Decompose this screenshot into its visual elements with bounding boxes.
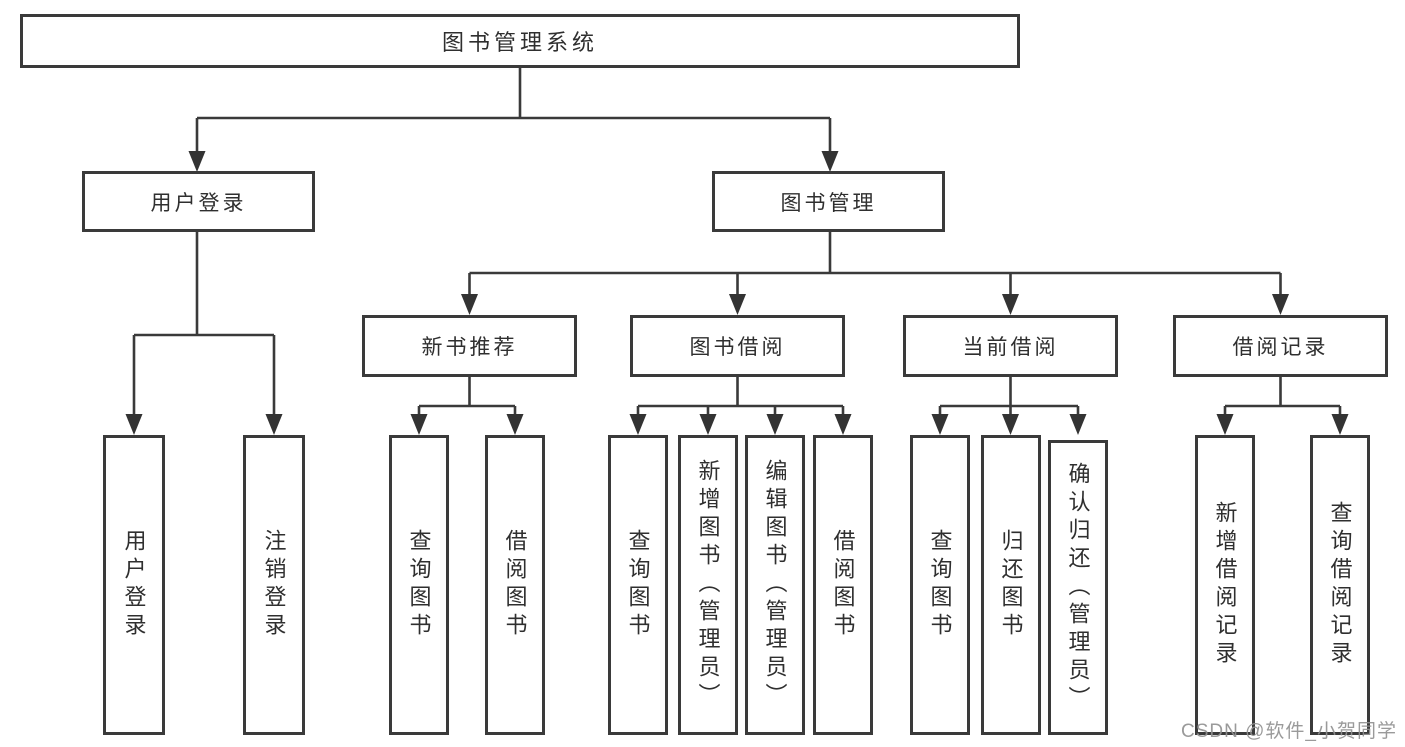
leaf-query-books-borrow-label: 查询图书 [625, 529, 651, 641]
arrowhead [821, 151, 839, 172]
arrowhead [766, 414, 784, 435]
leaf-query-books-recommend: 查询图书 [389, 435, 449, 735]
node-borrow-records: 借阅记录 [1173, 315, 1388, 377]
leaf-user-login-label: 用户登录 [121, 529, 147, 641]
leaf-query-books-borrow: 查询图书 [608, 435, 668, 735]
arrowhead [265, 414, 283, 435]
arrowhead [931, 414, 949, 435]
node-root-label: 图书管理系统 [441, 30, 598, 55]
arrowhead [125, 414, 143, 435]
leaf-edit-book-admin-label: 编辑图书（管理员） [762, 459, 788, 711]
node-new-book-recommend: 新书推荐 [362, 315, 577, 377]
leaf-user-login: 用户登录 [103, 435, 165, 735]
leaf-logout-label: 注销登录 [261, 529, 287, 641]
leaf-edit-book-admin: 编辑图书（管理员） [745, 435, 805, 735]
leaf-return-book: 归还图书 [981, 435, 1041, 735]
arrowhead [506, 414, 524, 435]
connector-book-management-to-level3 [461, 232, 1289, 315]
arrowhead [729, 294, 746, 315]
node-current-borrow: 当前借阅 [903, 315, 1118, 377]
connector-book-borrow-to-leaves [629, 377, 852, 435]
arrowhead [834, 414, 852, 435]
leaf-query-borrow-record: 查询借阅记录 [1310, 435, 1370, 735]
leaf-return-book-label: 归还图书 [998, 529, 1024, 641]
node-book-management-label: 图书管理 [780, 191, 877, 215]
arrowhead [1002, 294, 1019, 315]
leaf-confirm-return-admin-label: 确认归还（管理员） [1065, 461, 1091, 714]
arrowhead [410, 414, 428, 435]
leaf-add-book-admin: 新增图书（管理员） [678, 435, 738, 735]
node-new-book-recommend-label: 新书推荐 [421, 336, 518, 359]
leaf-add-borrow-record: 新增借阅记录 [1195, 435, 1255, 735]
leaf-add-book-admin-label: 新增图书（管理员） [695, 459, 721, 711]
connector-user-login-to-leaves [125, 232, 283, 435]
leaf-borrow-books-label: 借阅图书 [830, 529, 856, 641]
node-root: 图书管理系统 [20, 14, 1020, 68]
node-book-management: 图书管理 [712, 171, 945, 232]
leaf-borrow-books-recommend: 借阅图书 [485, 435, 545, 735]
arrowhead [699, 414, 717, 435]
leaf-add-borrow-record-label: 新增借阅记录 [1212, 501, 1238, 669]
connector-root-to-level2 [188, 68, 839, 172]
arrowhead [1216, 414, 1234, 435]
arrowhead [188, 151, 206, 172]
leaf-query-books-current: 查询图书 [910, 435, 970, 735]
node-borrow-records-label: 借阅记录 [1232, 336, 1329, 359]
arrowhead [1331, 414, 1349, 435]
arrowhead [1002, 414, 1019, 435]
arrowhead [1272, 294, 1289, 315]
leaf-query-borrow-record-label: 查询借阅记录 [1327, 501, 1353, 669]
leaf-query-books-current-label: 查询图书 [927, 529, 953, 641]
connector-borrow-records-to-leaves [1216, 377, 1349, 435]
connector-new-book-recommend-to-leaves [410, 377, 524, 435]
node-book-borrow-label: 图书借阅 [689, 336, 786, 359]
arrowhead [1069, 414, 1087, 435]
leaf-confirm-return-admin: 确认归还（管理员） [1048, 440, 1108, 735]
leaf-logout: 注销登录 [243, 435, 305, 735]
leaf-query-books-recommend-label: 查询图书 [406, 529, 432, 641]
connector-current-borrow-to-leaves [931, 377, 1087, 435]
node-book-borrow: 图书借阅 [630, 315, 845, 377]
csdn-watermark: CSDN @软件_小贺同学 [1181, 721, 1397, 742]
leaf-borrow-books-recommend-label: 借阅图书 [502, 529, 528, 641]
leaf-borrow-books: 借阅图书 [813, 435, 873, 735]
node-current-borrow-label: 当前借阅 [962, 336, 1059, 359]
arrowhead [629, 414, 647, 435]
node-user-login-label: 用户登录 [150, 191, 247, 215]
node-user-login: 用户登录 [82, 171, 315, 232]
arrowhead [461, 294, 478, 315]
